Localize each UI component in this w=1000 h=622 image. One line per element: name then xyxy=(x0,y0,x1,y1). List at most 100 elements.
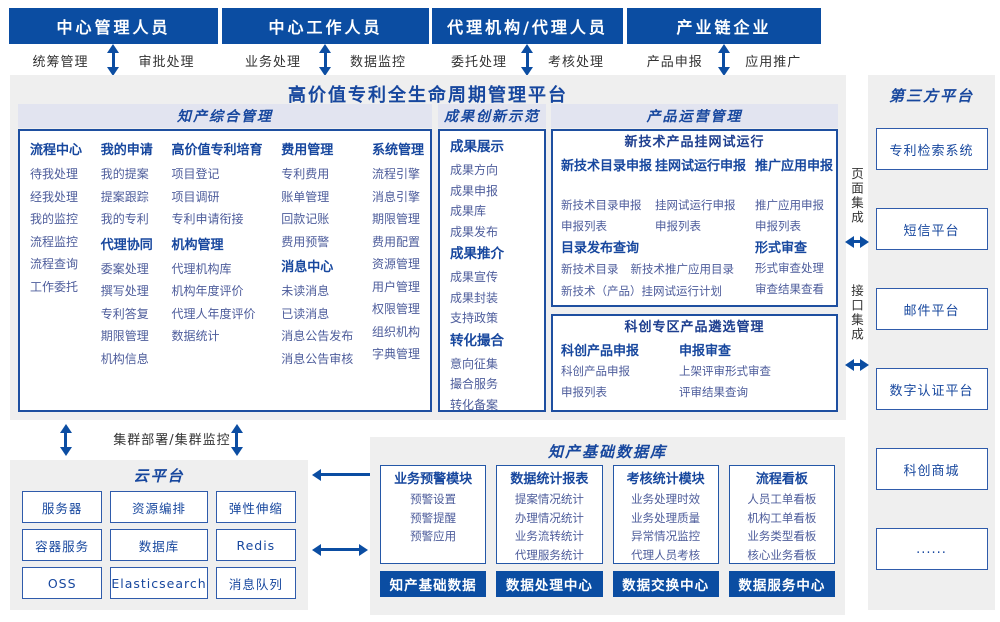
group-title: 成果展示 xyxy=(450,139,504,155)
group-item: 数据统计 xyxy=(171,329,220,343)
group-title: 科创产品申报 xyxy=(561,344,640,359)
group-item: 支持政策 xyxy=(450,311,499,325)
third-party-box: 专利检索系统 xyxy=(875,128,988,170)
group-item: 工作委托 xyxy=(30,279,79,294)
product-group: 申报审查上架评审形式审查评审结果查询 xyxy=(679,340,829,403)
double-arrow-vertical-icon xyxy=(111,53,115,67)
group-title: 形式审查 xyxy=(755,241,808,256)
actor-role-left: 业务处理 xyxy=(244,54,301,70)
group-item: 字典管理 xyxy=(371,347,420,361)
actor-roles: 业务处理 数据监控 xyxy=(222,44,429,76)
cloud-service-box: 资源编排 xyxy=(110,491,208,523)
cluster-link-arrow-icon xyxy=(235,433,238,447)
ip-column-1: 我的申请我的提案提案跟踪我的专利代理协同委案处理撰写处理专利答复期限管理机构信息 xyxy=(101,139,153,406)
group-item: 申报列表 xyxy=(655,219,701,233)
data-module: 考核统计模块业务处理时效业务处理质量异常情况监控代理人员考核数据交换中心 xyxy=(612,465,719,597)
data-module-item: 异常情况监控 xyxy=(631,529,701,543)
group-item: 审查结果查看 xyxy=(755,282,824,296)
actor-roles: 产品申报 应用推广 xyxy=(627,44,821,76)
third-party-panel: 第三方平台 专利检索系统短信平台邮件平台数字认证平台科创商城...... xyxy=(868,75,995,610)
group-item: 组织机构 xyxy=(371,324,420,339)
group-title: 申报审查 xyxy=(679,344,732,359)
group-item: 代理机构库 xyxy=(171,261,232,276)
section-ip-management-body: 流程中心待我处理经我处理我的监控流程监控流程查询工作委托我的申请我的提案提案跟踪… xyxy=(18,129,432,412)
group-item: 费用配置 xyxy=(371,234,420,249)
cloud-service-box: Redis xyxy=(215,529,296,561)
cluster-link-label: 集群部署/集群监控 xyxy=(113,433,231,448)
section-product-ops: 产品运营管理 新技术产品挂网试运行 新技术目录申报新技术目录申报申报列表挂网试运… xyxy=(551,104,838,412)
actor-role-left: 委托处理 xyxy=(450,54,507,70)
group-item: 委案处理 xyxy=(100,261,149,276)
data-module-item: 业务流转统计 xyxy=(514,529,584,543)
group-title: 高价值专利培育 xyxy=(171,143,263,158)
actor-roles: 统筹管理审批处理 xyxy=(9,44,218,76)
subpanel-title: 新技术产品挂网试运行 xyxy=(624,135,765,150)
group-item: 成果库 xyxy=(450,204,487,218)
group-item: 提案跟踪 xyxy=(100,189,149,204)
actor-role-right: 数据监控 xyxy=(349,54,406,70)
data-center-bar: 数据交换中心 xyxy=(612,571,719,597)
group-title: 费用管理 xyxy=(281,143,334,158)
group-title: 转化撮合 xyxy=(450,332,504,349)
double-arrow-vertical-icon xyxy=(525,53,529,67)
ip-data-platform-title: 知产基础数据库 xyxy=(547,443,667,461)
group-item: 成果封装 xyxy=(450,290,499,305)
cloud-platform-title: 云平台 xyxy=(133,467,185,485)
platform-title: 高价值专利全生命周期管理平台 xyxy=(288,85,568,106)
data-module-title: 考核统计模块 xyxy=(626,472,705,487)
group-item: 专利费用 xyxy=(281,167,330,181)
group-item: 费用预警 xyxy=(281,234,330,249)
data-module-item: 代理人员考核 xyxy=(631,547,701,562)
third-party-box: 数字认证平台 xyxy=(875,368,988,410)
data-module-item: 预警提醒 xyxy=(410,510,457,525)
group-item: 专利答复 xyxy=(100,306,149,321)
data-module-box: 数据统计报表提案情况统计办理情况统计业务流转统计代理服务统计 xyxy=(496,465,603,564)
group-item: 消息公告发布 xyxy=(281,329,354,343)
section-achievement-title: 成果创新示范 xyxy=(438,104,546,128)
page-integration-label: 页面集成 xyxy=(849,167,864,225)
data-module-title: 数据统计报表 xyxy=(510,472,589,487)
actor-role-left: 产品申报 xyxy=(646,54,703,70)
actor-title: 中心管理人员 xyxy=(9,8,218,44)
group-item: 转化备案 xyxy=(450,397,499,412)
section-achievement: 成果创新示范 成果展示成果方向成果申报成果库成果发布成果推介成果宣传成果封装支持… xyxy=(438,104,546,412)
data-module-title: 流程看板 xyxy=(755,472,808,487)
group-item: 科创产品申报 xyxy=(561,364,630,378)
group-title: 代理协同 xyxy=(100,237,153,253)
double-arrow-vertical-icon xyxy=(722,53,726,67)
product-group: 目录发布查询新技术目录新技术推广应用目录新技术（产品）挂网试运行计划 xyxy=(561,237,753,302)
data-center-bar: 知产基础数据 xyxy=(380,571,487,597)
group-item: 申报列表 xyxy=(561,385,607,399)
group-item: 意向征集 xyxy=(450,356,499,371)
group-item: 机构信息 xyxy=(100,351,149,366)
group-title: 推广应用申报 xyxy=(755,159,834,174)
double-arrow-vertical-icon xyxy=(323,53,327,67)
cloud-service-box: OSS xyxy=(22,567,103,599)
data-module-item: 业务处理质量 xyxy=(631,510,701,525)
section-ip-management-title: 知产综合管理 xyxy=(18,104,432,128)
page-integration-arrow-icon xyxy=(854,240,860,243)
group-item: 消息公告审核 xyxy=(281,351,354,366)
group-title: 挂网试运行申报 xyxy=(655,159,747,174)
data-module-item: 预警应用 xyxy=(410,529,457,543)
data-module-item: 业务类型看板 xyxy=(747,529,817,543)
data-module-title: 业务预警模块 xyxy=(394,472,473,487)
data-module-box: 流程看板人员工单看板机构工单看板业务类型看板核心业务看板 xyxy=(728,465,835,564)
data-module-item: 代理服务统计 xyxy=(514,547,584,562)
group-item: 流程查询 xyxy=(30,257,79,271)
group-item: 待我处理 xyxy=(30,167,79,181)
actor-role-right: 应用推广 xyxy=(745,54,802,70)
group-item: 项目登记 xyxy=(171,167,220,181)
third-party-box: ...... xyxy=(875,528,988,570)
group-item: 我的专利 xyxy=(100,212,149,226)
group-item: 新技术（产品）挂网试运行计划 xyxy=(561,284,722,298)
cloud-data-arrow-icon xyxy=(321,548,359,551)
data-module: 数据统计报表提案情况统计办理情况统计业务流转统计代理服务统计数据处理中心 xyxy=(496,465,603,597)
group-item: 申报列表 xyxy=(755,219,801,233)
data-module-item: 机构工单看板 xyxy=(747,510,817,525)
group-item: 用户管理 xyxy=(371,279,420,294)
group-title: 新技术目录申报 xyxy=(561,159,653,174)
group-item: 已读消息 xyxy=(281,306,330,321)
group-item: 未读消息 xyxy=(281,284,330,298)
